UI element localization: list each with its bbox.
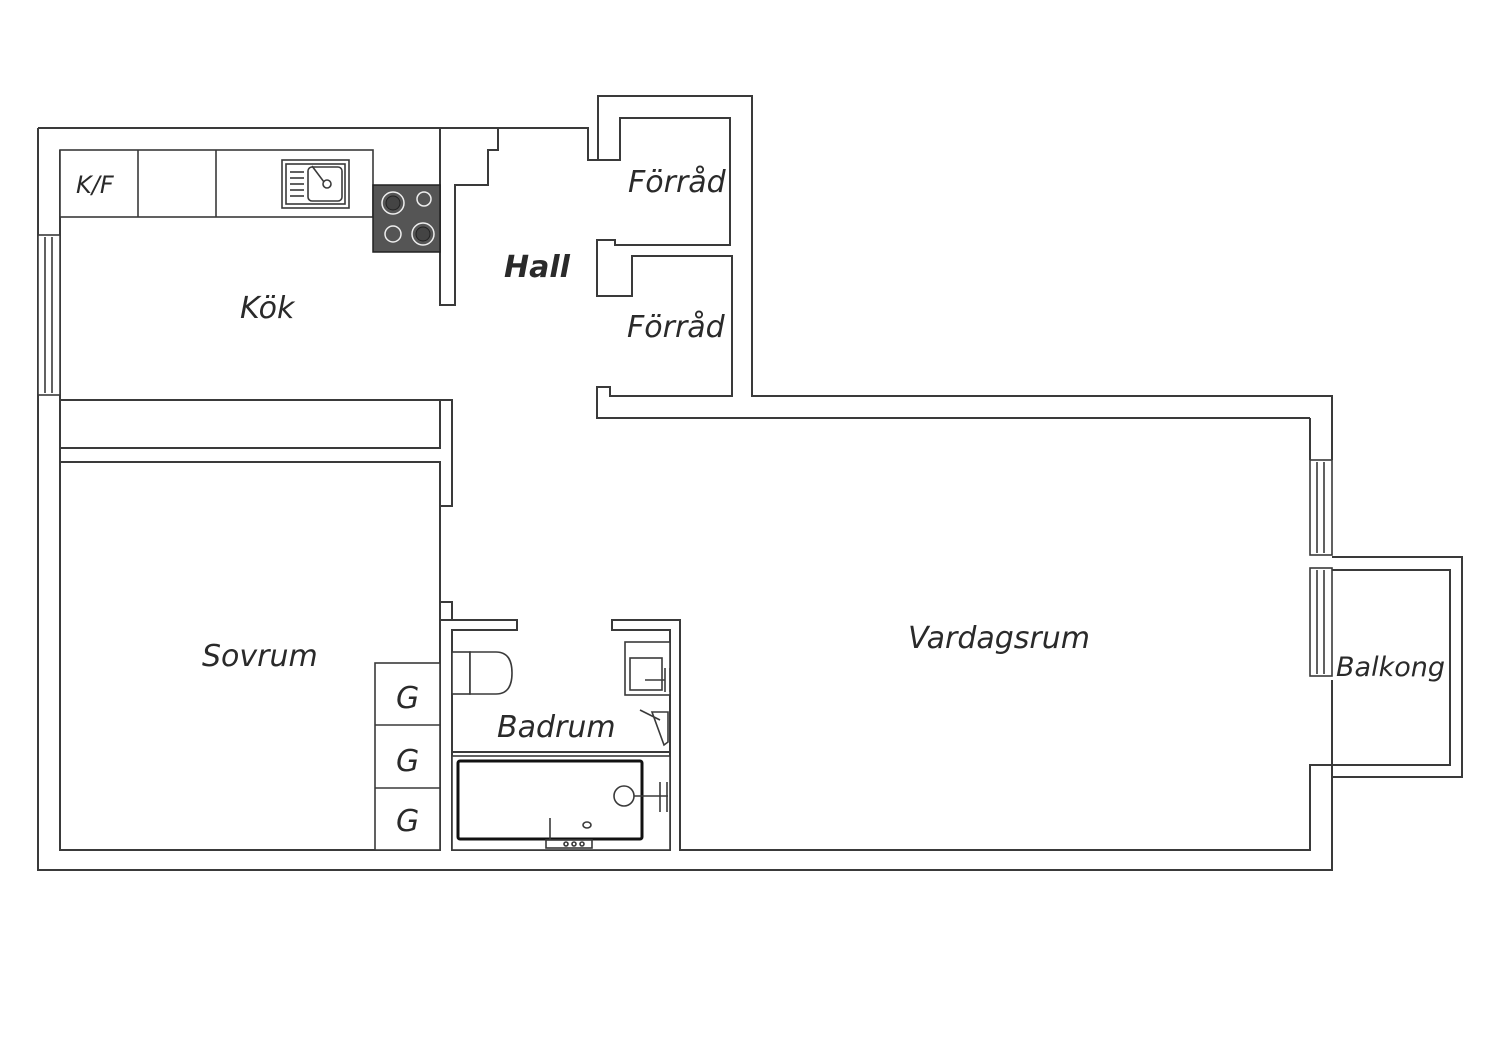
room-label-vardagsrum: Vardagsrum bbox=[908, 621, 1090, 656]
room-label-hall: Hall bbox=[504, 250, 571, 285]
toilet-icon bbox=[451, 651, 513, 695]
stove-icon bbox=[372, 184, 441, 253]
room-label-sovrum: Sovrum bbox=[202, 639, 318, 674]
wardrobe-label-2: G bbox=[396, 744, 419, 779]
room-label-badrum: Badrum bbox=[497, 710, 616, 745]
wardrobe-label-1: G bbox=[396, 681, 419, 716]
outer-walls bbox=[37, 95, 1463, 871]
wardrobes bbox=[374, 662, 441, 851]
room-label-balkong: Balkong bbox=[1336, 652, 1445, 683]
shower-mixer-icon bbox=[639, 709, 669, 747]
room-label-kok: Kök bbox=[240, 291, 296, 326]
bathtub-icon bbox=[451, 755, 671, 851]
wardrobe-label-3: G bbox=[396, 804, 419, 839]
kitchen-sink-icon bbox=[281, 159, 350, 209]
fridge-freezer-label: K/F bbox=[76, 171, 115, 199]
bathroom-sink-icon bbox=[624, 641, 671, 696]
room-label-forrad-1: Förråd bbox=[628, 165, 727, 200]
room-label-forrad-2: Förråd bbox=[627, 310, 726, 345]
